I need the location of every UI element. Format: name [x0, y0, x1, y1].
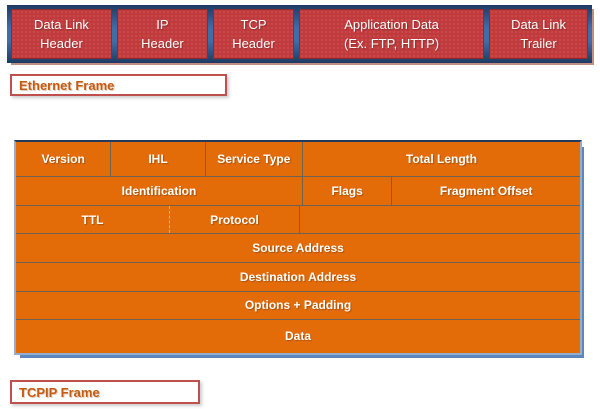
ip-table-row-2: Identification Flags Fragment Offset — [16, 177, 580, 207]
eth-cell-application-data: Application Data (Ex. FTP, HTTP) — [299, 9, 485, 59]
eth-cell-data-link-trailer: Data Link Trailer — [489, 9, 589, 59]
cell-fragment-offset: Fragment Offset — [439, 184, 533, 199]
eth-cell-label-line: (Ex. FTP, HTTP) — [344, 36, 440, 51]
cell-empty — [300, 206, 580, 233]
ip-table-row-3: TTL Protocol — [16, 206, 580, 235]
cell-flags: Flags — [303, 177, 393, 206]
eth-cell-label-line: Data Link — [34, 16, 89, 32]
eth-cell-label-line: Header — [40, 36, 83, 51]
cell-version: Version — [16, 142, 112, 177]
tcpip-frame-label: TCPIP Frame — [10, 380, 200, 404]
cell-total-length: Total Length — [405, 152, 477, 167]
eth-cell-tcp-header: TCP Header — [212, 9, 295, 59]
cell-data: Data — [284, 329, 311, 344]
ip-table-row-1: Version IHL Service Type Total Length — [16, 142, 580, 178]
eth-cell-label-line: Header — [141, 36, 184, 51]
eth-cell-ip-header: IP Header — [116, 9, 208, 59]
ethernet-frame-bar: Data Link Header IP Header TCP Header Ap… — [7, 5, 592, 63]
ip-table-row-5: Destination Address — [16, 263, 580, 292]
cell-service-type: Service Type — [206, 142, 303, 177]
ip-table-row-6: Options + Padding — [16, 292, 580, 320]
ip-table-row-7: Data — [16, 320, 580, 353]
cell-protocol: Protocol — [170, 206, 301, 234]
cell-source-address: Source Address — [252, 241, 344, 255]
eth-cell-label-line: Application Data — [344, 16, 439, 32]
cell-ttl: TTL — [16, 206, 170, 234]
ethernet-frame-label-text: Ethernet Frame — [19, 77, 115, 93]
ip-header-table: Version IHL Service Type Total Length Id… — [14, 140, 582, 355]
cell-ihl: IHL — [111, 142, 206, 177]
eth-cell-data-link-header: Data Link Header — [11, 9, 112, 59]
ip-table-row-4: Source Address — [16, 234, 580, 263]
cell-identification: Identification — [16, 177, 303, 206]
eth-cell-label-line: TCP — [240, 16, 267, 32]
eth-cell-label-line: IP — [156, 16, 169, 32]
eth-cell-label-line: Trailer — [520, 36, 557, 51]
cell-options-padding: Options + Padding — [244, 298, 352, 313]
eth-cell-label-line: Header — [232, 36, 275, 51]
ethernet-frame-label: Ethernet Frame — [10, 74, 227, 96]
cell-destination-address: Destination Address — [239, 269, 357, 284]
tcpip-frame-label-text: TCPIP Frame — [19, 384, 100, 400]
eth-cell-label-line: Data Link — [511, 16, 566, 32]
